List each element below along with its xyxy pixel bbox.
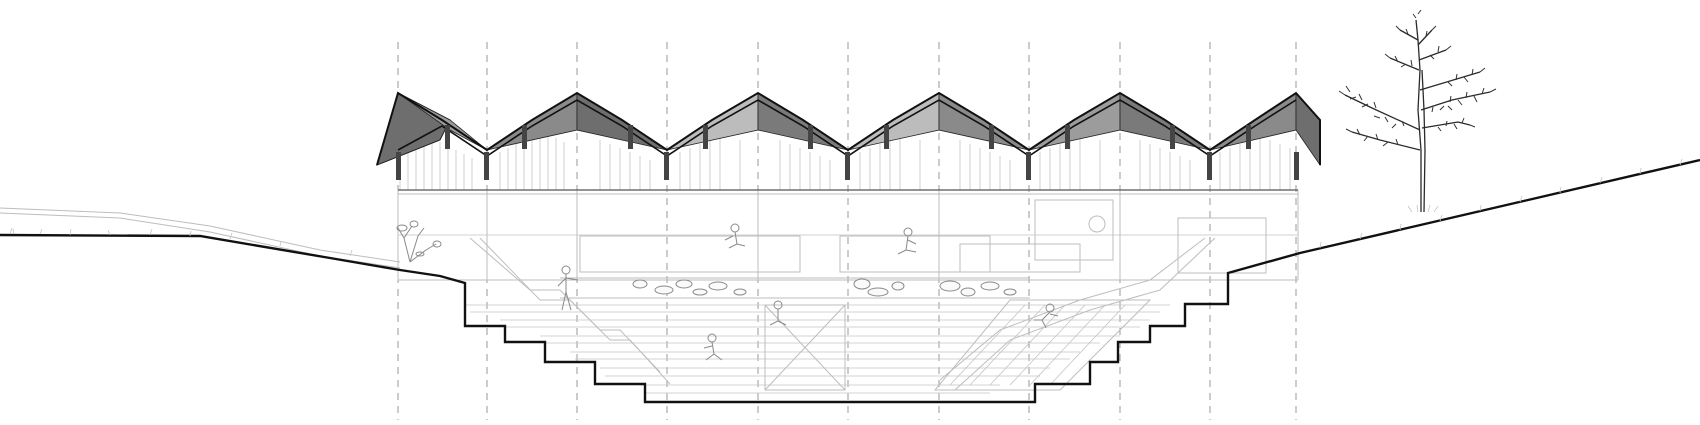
seating-steps (465, 237, 1216, 394)
wall-slats (399, 132, 1291, 190)
bench-block (959, 243, 1081, 273)
roof-structure (376, 91, 1321, 195)
person-icon (703, 333, 723, 361)
shrub-icon (396, 220, 442, 263)
rocks (632, 278, 1017, 297)
interior (397, 189, 1299, 299)
doorway (1177, 217, 1267, 274)
grass-icon (9, 158, 1683, 257)
grid-lines (397, 42, 1297, 420)
person-icon (557, 265, 579, 311)
wall-panel (1034, 199, 1114, 261)
person-icon (1034, 303, 1059, 329)
person-icon (769, 300, 787, 326)
bench-block (839, 235, 991, 273)
person-icon (724, 223, 746, 249)
people (557, 223, 1059, 361)
roof-posts (396, 125, 1299, 180)
bench-block (579, 235, 801, 273)
person-icon (897, 227, 917, 255)
ground-section-line (0, 158, 1700, 404)
round-window (1088, 215, 1106, 233)
tree-icon (1338, 9, 1497, 213)
